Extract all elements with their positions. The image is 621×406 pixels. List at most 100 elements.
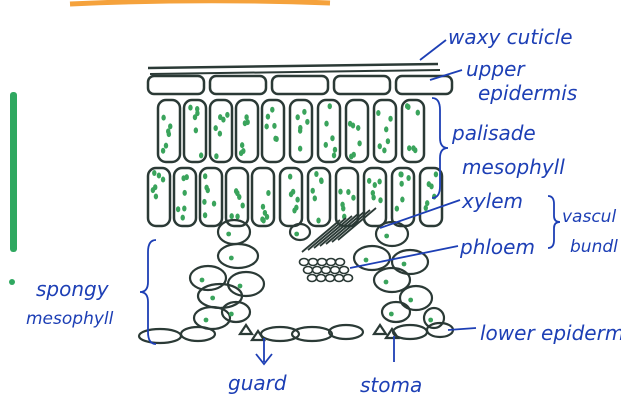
- phloem-cell: [300, 259, 309, 266]
- palisade-cell: [318, 100, 340, 162]
- chloroplast: [240, 142, 244, 148]
- chloroplast: [153, 184, 157, 190]
- epidermis-cell: [148, 76, 204, 94]
- label-vascular: vascul: [562, 207, 616, 227]
- epidermis-cell: [396, 76, 452, 94]
- chloroplast: [324, 121, 328, 127]
- label-guard-cell: guard: [228, 371, 287, 395]
- chloroplast: [382, 147, 386, 153]
- label-phloem: phloem: [459, 235, 535, 259]
- chloroplast: [388, 116, 392, 122]
- label-upper: upper: [466, 57, 526, 81]
- chloroplast: [203, 212, 207, 218]
- chloroplast: [314, 171, 318, 177]
- upper-epidermis-cells: [148, 76, 452, 94]
- chloroplast: [295, 197, 299, 203]
- epidermis-cell: [210, 76, 266, 94]
- chloroplast: [182, 190, 186, 196]
- chloroplast: [384, 126, 388, 132]
- phloem-cell: [335, 275, 344, 282]
- chloroplast: [264, 123, 268, 129]
- palisade-cell: [290, 100, 312, 162]
- phloem-cell: [318, 259, 327, 266]
- chloroplast: [332, 152, 336, 158]
- label-bundle: bundl: [570, 237, 618, 257]
- chloroplast: [319, 178, 323, 184]
- label-xylem: xylem: [461, 189, 523, 213]
- epidermis-cell: [334, 76, 390, 94]
- palisade-mesophyll-cells: [148, 100, 442, 226]
- chloroplast: [194, 127, 198, 133]
- label-lower-epidermis: lower epiderm: [480, 321, 621, 345]
- spongy-cell: [376, 222, 408, 246]
- palisade-cell: [200, 168, 222, 226]
- chloroplast: [333, 147, 337, 153]
- chloroplast: [244, 114, 248, 120]
- epidermis-cell: [272, 76, 328, 94]
- chloroplast: [399, 172, 403, 178]
- waxy-cuticle: [148, 64, 440, 74]
- chloroplast: [302, 109, 306, 115]
- palisade-cell: [346, 100, 368, 162]
- label-palisade: palisade: [451, 121, 536, 145]
- phloem-cell: [322, 267, 331, 274]
- chloroplast: [213, 125, 217, 131]
- chloroplast: [411, 145, 415, 151]
- chloroplast: [214, 153, 218, 159]
- chloroplast: [376, 110, 380, 116]
- chloroplast: [349, 154, 353, 160]
- chloroplast: [195, 110, 199, 116]
- chloroplast: [367, 178, 371, 184]
- chloroplast: [161, 115, 165, 121]
- chloroplast: [266, 114, 270, 120]
- chloroplast: [225, 112, 229, 118]
- chloroplast: [218, 114, 222, 120]
- palisade-cell: [280, 168, 302, 226]
- spongy-cell: [218, 220, 250, 244]
- label-stoma: stoma: [360, 373, 422, 397]
- phloem-cell: [340, 267, 349, 274]
- chloroplast: [157, 172, 161, 178]
- chloroplast: [328, 103, 332, 109]
- spongy-cell: [228, 272, 264, 296]
- chloroplast: [378, 143, 382, 149]
- chloroplast: [348, 121, 352, 127]
- chloroplast: [240, 203, 244, 209]
- chloroplast: [202, 199, 206, 205]
- palisade-cell: [252, 168, 274, 226]
- phloem-cell: [331, 267, 340, 274]
- palisade-cell: [210, 100, 232, 162]
- chloroplast: [427, 181, 431, 187]
- chloroplast: [237, 194, 241, 200]
- palisade-cell: [308, 168, 330, 226]
- phloem-cell: [327, 259, 336, 266]
- chloroplast: [241, 148, 245, 154]
- label-epidermis: epidermis: [478, 81, 577, 105]
- chloroplast: [188, 105, 192, 111]
- palisade-cell: [402, 100, 424, 162]
- chloroplast: [154, 193, 158, 199]
- chloroplast: [378, 197, 382, 203]
- phloem-cell: [304, 267, 313, 274]
- palisade-cell: [148, 168, 170, 226]
- chloroplast: [243, 120, 247, 126]
- chloroplast: [164, 143, 168, 149]
- chloroplast: [400, 197, 404, 203]
- palisade-cell: [420, 168, 442, 226]
- spongy-cell: [382, 302, 410, 322]
- palisade-cell: [262, 100, 284, 162]
- guard-cell: [374, 325, 386, 334]
- phloem-cell: [336, 259, 345, 266]
- phloem-cell: [309, 259, 318, 266]
- chloroplast: [298, 125, 302, 131]
- spongy-cell: [400, 286, 432, 310]
- spongy-mesophyll-cells: [190, 220, 444, 329]
- lower-epidermis-cell: [181, 327, 215, 341]
- lower-epidermis-cells: [139, 323, 453, 343]
- xylem-vessels: [302, 208, 376, 252]
- chloroplast: [386, 138, 390, 144]
- chloroplast: [289, 191, 293, 197]
- chloroplast: [294, 205, 298, 211]
- palisade-cell: [364, 168, 386, 226]
